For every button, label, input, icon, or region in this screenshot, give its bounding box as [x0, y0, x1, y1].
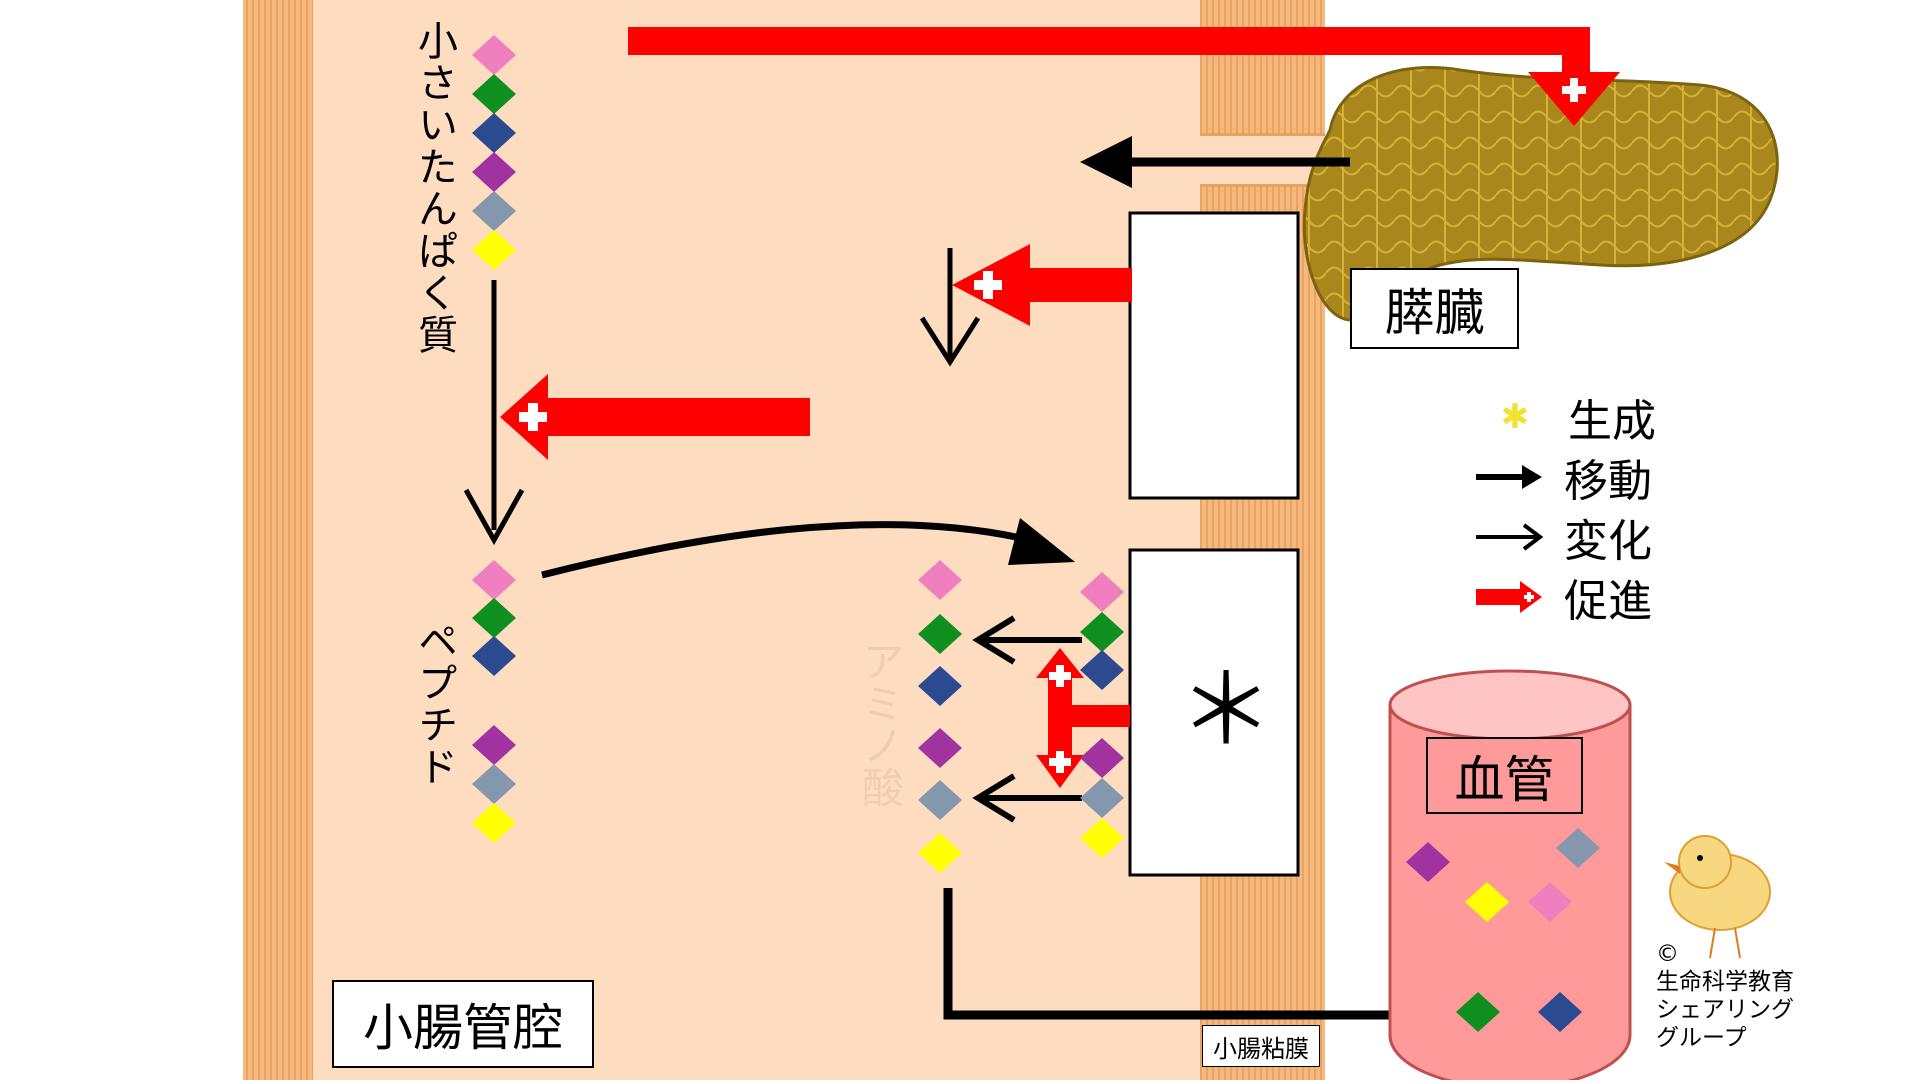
amino-acid-diamond	[472, 560, 516, 600]
legend-generate: ✱ 生成	[1482, 385, 1656, 449]
amino-acid-diamond	[1456, 992, 1500, 1032]
blood-vessel-top	[1388, 669, 1632, 741]
legend-move: 移動	[1474, 445, 1652, 509]
amino-acid-diamond	[918, 560, 962, 600]
peptide-label: ペプチド	[411, 620, 457, 788]
promote-arrowhead-split-up	[1036, 648, 1084, 678]
enzyme-box-lower	[1128, 548, 1300, 877]
plus-icon	[1562, 78, 1586, 102]
bold-arrow-icon	[1476, 465, 1542, 489]
credit-line: シェアリング	[1656, 997, 1794, 1023]
credit-text: © 生命科学教育 シェアリング グループ	[1656, 940, 1794, 1052]
amino-acid-diamond	[472, 725, 516, 765]
amino-acid-diamond	[472, 803, 516, 843]
amino-acid-diamond	[1528, 882, 1572, 922]
star-icon: ✱	[1500, 397, 1530, 437]
amino-acid-diamond	[918, 614, 962, 654]
blood-vessel-label: 血管	[1426, 737, 1583, 814]
amino-acid-diamond	[918, 780, 962, 820]
legend-label: 促進	[1564, 576, 1652, 627]
legend-promote: 促進	[1474, 565, 1652, 629]
plus-icon	[1049, 751, 1071, 773]
pancreas-label: 膵臓	[1350, 268, 1519, 349]
chick-mascot-icon	[1664, 835, 1771, 959]
legend-change: 変化	[1474, 505, 1652, 569]
absorption-arrow	[943, 888, 1405, 1020]
plus-icon	[974, 271, 1002, 299]
amino-acid-diamond	[1080, 650, 1124, 690]
red-plus-arrow-icon	[1476, 581, 1542, 613]
right-mucosa-wall	[1200, 0, 1325, 135]
thin-arrow-icon	[1476, 523, 1544, 551]
amino-acid-diamond	[1556, 828, 1600, 868]
amino-acid-diamond	[472, 74, 516, 114]
amino-acid-diamond	[1465, 882, 1509, 922]
amino-acid-diamond	[1080, 612, 1124, 652]
amino-acid-diamond	[918, 728, 962, 768]
mucosa-label: 小腸粘膜	[1202, 1025, 1320, 1067]
promote-bar-middle	[540, 398, 810, 436]
amino-acid-diamond	[1406, 842, 1450, 882]
amino-acid-diamond	[472, 191, 516, 231]
credit-line: グループ	[1656, 1025, 1747, 1051]
peptide-move-arrow	[541, 521, 1031, 579]
amino-acid-diamond	[1538, 992, 1582, 1032]
plus-icon	[1049, 665, 1071, 687]
amino-acid-diamond	[472, 230, 516, 270]
amino-acid-diamond	[472, 598, 516, 638]
amino-acid-diamond	[1080, 818, 1124, 858]
amino-acid-diamond	[1080, 738, 1124, 778]
promote-bar-enzyme	[1020, 268, 1132, 302]
amino-acid-diamond	[472, 35, 516, 75]
promote-bar-top	[628, 27, 1590, 55]
legend-label: 生成	[1568, 396, 1656, 447]
credit-line: 生命科学教育	[1656, 969, 1794, 995]
copyright-mark: ©	[1656, 941, 1679, 967]
lumen-label: 小腸管腔	[332, 980, 594, 1068]
legend-label: 変化	[1564, 516, 1652, 567]
legend-label: 移動	[1564, 456, 1652, 507]
small-protein-label: 小さいたんぱく質	[411, 20, 457, 356]
plus-icon	[519, 403, 547, 431]
intestine-lumen	[243, 0, 1325, 1080]
amino-acid-diamond	[1080, 572, 1124, 612]
left-mucosa-wall	[243, 0, 313, 1080]
amino-acid-diamond	[472, 636, 516, 676]
amino-acid-diamond	[472, 764, 516, 804]
enzyme-box-upper	[1128, 211, 1300, 500]
amino-acid-diamond	[472, 113, 516, 153]
amino-acid-faint-label: アミノ酸	[856, 640, 905, 808]
amino-acid-diamond	[472, 152, 516, 192]
enzyme-mark: ＊	[1178, 654, 1274, 766]
amino-acid-diamond	[918, 833, 962, 873]
amino-acid-diamond	[1080, 778, 1124, 818]
pancreas-organ	[1302, 66, 1779, 322]
amino-acid-diamond	[918, 666, 962, 706]
